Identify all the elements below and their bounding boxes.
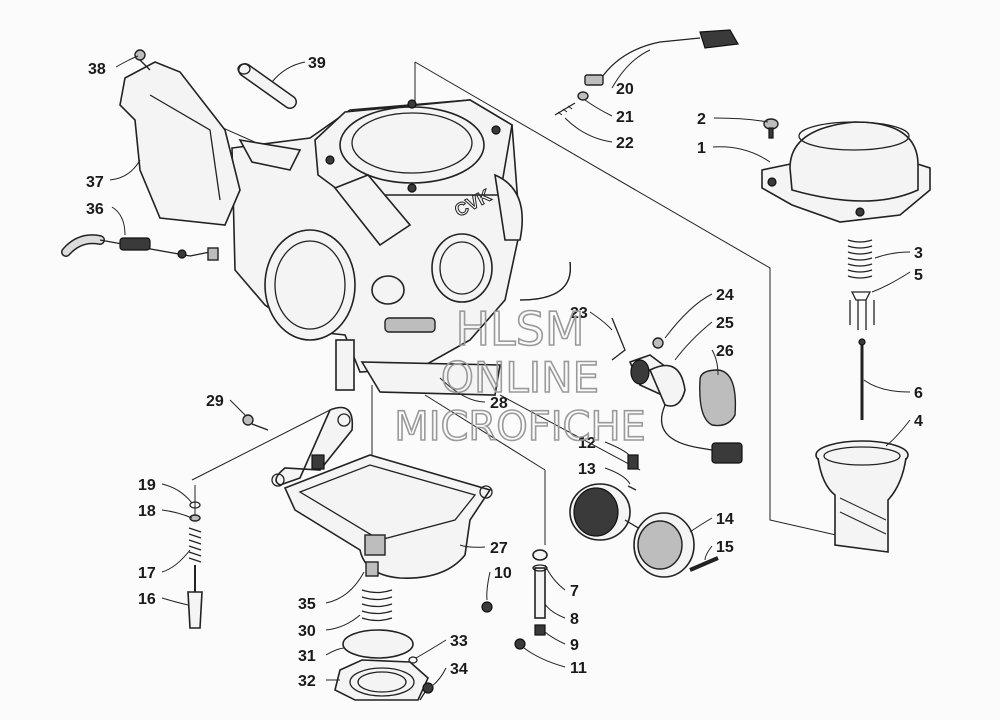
float-pin — [689, 556, 719, 572]
callout-3: 3 — [914, 245, 923, 262]
callout-16: 16 — [138, 591, 156, 608]
watermark-line-1: HLSM — [455, 302, 584, 356]
callout-11: 11 — [570, 660, 587, 677]
callout-23: 23 — [570, 305, 588, 322]
drain-plug — [481, 601, 493, 613]
jet-needle — [858, 338, 866, 420]
callout-19: 19 — [138, 477, 156, 494]
callout-9: 9 — [570, 637, 579, 654]
watermark-line-3: MICROFICHE — [394, 404, 646, 450]
needle-retainer — [849, 291, 875, 330]
watermark: HLSM ONLINE MICROFICHE — [393, 301, 646, 451]
callout-34: 34 — [450, 661, 468, 678]
float-valve — [627, 454, 639, 491]
throttle-cable-cover — [119, 61, 241, 226]
arm-screw — [242, 414, 269, 431]
callout-20: 20 — [616, 81, 634, 98]
callout-13: 13 — [578, 461, 596, 478]
callout-29: 29 — [206, 393, 224, 410]
float-bowl — [271, 454, 493, 579]
callout-37: 37 — [86, 174, 104, 191]
callout-36: 36 — [86, 201, 104, 218]
callout-8: 8 — [570, 611, 579, 628]
callout-labels: 38 39 37 36 20 21 22 2 1 3 5 6 4 24 25 2… — [86, 55, 923, 690]
callout-21: 21 — [616, 109, 634, 126]
float — [569, 483, 695, 578]
callout-35: 35 — [298, 596, 316, 613]
callout-31: 31 — [298, 648, 316, 665]
callout-33: 33 — [450, 633, 468, 650]
throttle-slide — [815, 440, 909, 553]
pilot-screw-set — [554, 91, 589, 116]
bowl-cover-stack — [334, 561, 429, 701]
callout-2: 2 — [697, 111, 706, 128]
callout-32: 32 — [298, 673, 316, 690]
callout-12: 12 — [578, 435, 596, 452]
starter-cable — [61, 234, 219, 261]
callout-4: 4 — [914, 413, 923, 430]
callout-25: 25 — [716, 315, 734, 332]
slide-spring — [847, 239, 873, 279]
callout-14: 14 — [716, 511, 734, 528]
bowl-cover-screws — [408, 656, 434, 701]
watermark-line-2: ONLINE — [441, 353, 599, 402]
callout-17: 17 — [138, 565, 156, 582]
callout-1: 1 — [697, 140, 706, 157]
vent-hose — [237, 63, 297, 109]
callout-24: 24 — [716, 287, 734, 304]
callout-5: 5 — [914, 267, 923, 284]
callout-28: 28 — [490, 395, 508, 412]
top-cover — [761, 121, 931, 223]
carburetor-body — [231, 99, 572, 396]
starter-assembly — [611, 317, 743, 464]
callout-10: 10 — [494, 565, 512, 582]
callout-15: 15 — [716, 539, 734, 556]
callout-26: 26 — [716, 343, 734, 360]
callout-18: 18 — [138, 503, 156, 520]
callout-22: 22 — [616, 135, 634, 152]
callout-38: 38 — [88, 61, 106, 78]
main-jet-stack — [514, 549, 548, 650]
callout-6: 6 — [914, 385, 923, 402]
throttle-linkage — [275, 406, 354, 486]
callout-7: 7 — [570, 583, 579, 600]
callout-30: 30 — [298, 623, 316, 640]
cover-screw-small — [134, 49, 151, 71]
sensor-wire — [584, 29, 739, 86]
callout-39: 39 — [308, 55, 326, 72]
callout-27: 27 — [490, 540, 508, 557]
leader-lines — [109, 49, 911, 687]
pilot-air-screw — [187, 501, 203, 629]
